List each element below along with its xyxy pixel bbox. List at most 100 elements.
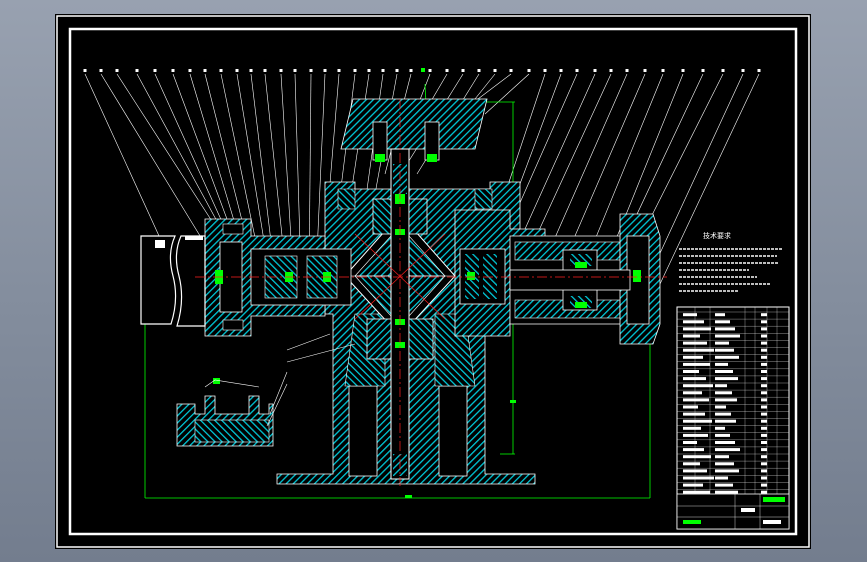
parts-cell-text <box>683 405 698 409</box>
parts-cell-text <box>715 355 739 359</box>
leader-line <box>316 73 326 255</box>
part-number-mark <box>219 69 223 72</box>
parts-cell-text <box>761 384 767 388</box>
title-block-text <box>763 520 781 524</box>
title-block-green-label <box>763 497 785 502</box>
parts-cell-text <box>715 405 726 409</box>
leader-line <box>584 73 664 265</box>
leader-line <box>629 73 704 230</box>
parts-list-table <box>676 306 790 530</box>
part-number-mark <box>99 69 103 72</box>
vertical-bearing-blocks <box>366 198 434 360</box>
leader-line <box>524 73 596 230</box>
parts-cell-text <box>715 448 740 452</box>
parts-cell-text <box>683 320 704 324</box>
parts-cell-text <box>683 348 714 352</box>
part-number-mark <box>661 69 665 72</box>
parts-cell-text <box>761 355 767 359</box>
parts-cell-text <box>715 455 729 459</box>
parts-cell-text <box>761 334 767 338</box>
leader-line <box>659 73 760 285</box>
leader-line <box>154 73 234 247</box>
part-number-mark <box>83 69 87 72</box>
parts-cell-text <box>715 483 733 487</box>
parts-cell-text <box>683 398 709 402</box>
left-motor <box>140 235 206 327</box>
detail-view <box>176 378 274 447</box>
part-number-mark <box>171 69 175 72</box>
assembly-drawing: 技术要求 <box>56 15 810 548</box>
part-number-mark <box>381 69 385 72</box>
parts-cell-text <box>715 433 730 437</box>
parts-cell-text <box>761 405 767 409</box>
parts-cell-text <box>761 377 767 381</box>
parts-cell-text <box>683 433 708 437</box>
parts-cell-text <box>715 419 736 423</box>
parts-cell-text <box>683 462 700 466</box>
parts-cell-text <box>761 391 767 395</box>
parts-cell-text <box>761 348 767 352</box>
part-number-mark <box>609 69 613 72</box>
parts-cell-text <box>683 490 710 494</box>
left-arm <box>204 218 352 337</box>
parts-cell-text <box>715 362 728 366</box>
part-number-mark <box>461 69 465 72</box>
parts-cell-text <box>761 490 767 494</box>
parts-cell-text <box>761 412 767 416</box>
leader-line <box>514 73 578 215</box>
top-bracket <box>340 98 488 162</box>
part-number-mark <box>593 69 597 72</box>
part-number-mark <box>625 69 629 72</box>
part-number-mark <box>493 69 497 72</box>
parts-cell-text <box>761 433 767 437</box>
part-number-mark <box>293 69 297 72</box>
parts-cell-text <box>715 391 732 395</box>
part-number-mark <box>367 69 371 72</box>
parts-cell-text <box>683 355 703 359</box>
part-number-mark <box>477 69 481 72</box>
parts-cell-text <box>761 341 767 345</box>
part-number-mark <box>701 69 705 72</box>
part-number-mark <box>741 69 745 72</box>
inner-frame <box>68 27 798 536</box>
parts-cell-text <box>761 327 767 331</box>
parts-cell-text <box>761 448 767 452</box>
parts-cell-text <box>683 455 711 459</box>
parts-cell-text <box>761 469 767 473</box>
part-number-mark <box>428 69 432 72</box>
part-number-mark <box>681 69 685 72</box>
parts-cell-text <box>683 391 702 395</box>
parts-cell-text <box>715 370 733 373</box>
title-block-text <box>741 508 755 512</box>
parts-cell-text <box>715 341 729 345</box>
drawing-viewport[interactable]: 技术要求 <box>55 14 811 549</box>
parts-cell-text <box>683 327 711 331</box>
tech-requirements-title: 技术要求 <box>703 231 731 240</box>
parts-cell-text <box>715 412 731 416</box>
parts-cell-text <box>761 441 767 444</box>
part-number-mark <box>263 69 267 72</box>
part-number-mark <box>249 69 253 72</box>
outer-frame <box>56 15 810 548</box>
part-number-mark <box>353 69 357 72</box>
parts-cell-text <box>683 476 714 480</box>
part-number-mark <box>188 69 192 72</box>
part-number-mark <box>543 69 547 72</box>
parts-cell-text <box>715 348 734 352</box>
part-number-mark <box>575 69 579 72</box>
leader-line <box>264 73 286 265</box>
part-number-mark <box>721 69 725 72</box>
parts-cell-text <box>715 313 725 317</box>
parts-cell-text <box>715 462 734 466</box>
part-number-mark <box>203 69 207 72</box>
parts-cell-text <box>761 462 767 466</box>
parts-cell-text <box>761 362 767 366</box>
parts-cell-text <box>761 370 767 373</box>
part-number-marks <box>83 68 761 72</box>
parts-cell-text <box>761 320 767 324</box>
parts-cell-text <box>683 441 697 444</box>
parts-cell-text <box>683 483 703 487</box>
parts-cell-text <box>761 419 767 423</box>
parts-cell-text <box>715 426 725 430</box>
parts-cell-text <box>683 377 706 381</box>
